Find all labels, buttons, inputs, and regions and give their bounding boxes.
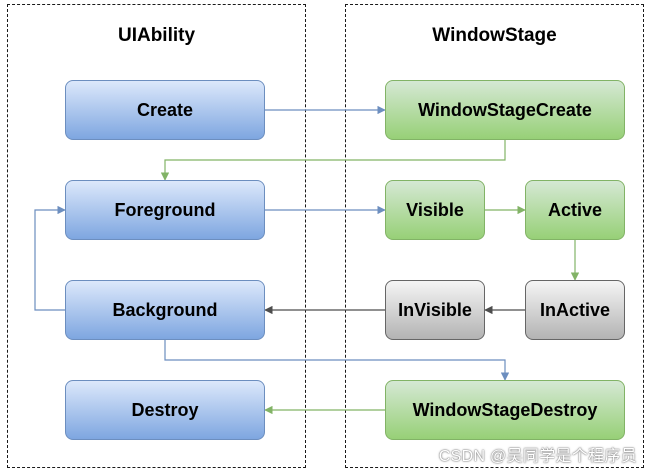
node-windowstagecreate: WindowStageCreate bbox=[385, 80, 625, 140]
watermark: CSDN @吴同学是个程序员 bbox=[438, 448, 637, 465]
node-inactive-label: InActive bbox=[539, 299, 611, 320]
node-foreground: Foreground bbox=[65, 180, 265, 240]
node-background: Background bbox=[65, 280, 265, 340]
node-active: Active bbox=[525, 180, 625, 240]
lane-title-uiability: UIAbility bbox=[117, 25, 196, 46]
node-destroy: Destroy bbox=[65, 380, 265, 440]
node-windowstagecreate-label: WindowStageCreate bbox=[418, 99, 592, 120]
node-destroy-label: Destroy bbox=[131, 399, 199, 420]
lane-title-windowstage: WindowStage bbox=[432, 25, 557, 46]
node-invisible-label: InVisible bbox=[398, 299, 472, 320]
node-foreground-label: Foreground bbox=[114, 199, 216, 220]
node-background-label: Background bbox=[112, 299, 218, 320]
node-active-label: Active bbox=[547, 199, 603, 220]
node-create: Create bbox=[65, 80, 265, 140]
lane-windowstage: WindowStage bbox=[345, 4, 644, 468]
node-invisible: InVisible bbox=[385, 280, 485, 340]
node-visible-label: Visible bbox=[406, 199, 464, 220]
lane-uiability: UIAbility bbox=[7, 4, 306, 468]
node-inactive: InActive bbox=[525, 280, 625, 340]
node-windowstagedestroy-label: WindowStageDestroy bbox=[412, 399, 598, 420]
node-visible: Visible bbox=[385, 180, 485, 240]
node-windowstagedestroy: WindowStageDestroy bbox=[385, 380, 625, 440]
node-create-label: Create bbox=[136, 99, 194, 120]
